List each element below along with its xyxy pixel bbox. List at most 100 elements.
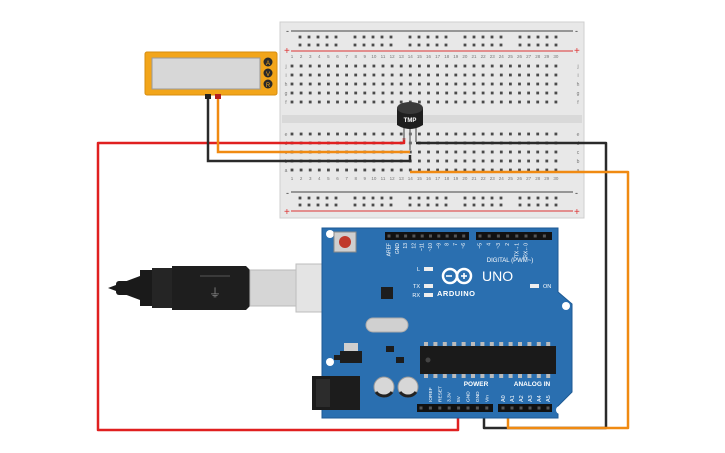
breadboard-hole[interactable] [299, 168, 303, 172]
breadboard-hole[interactable] [436, 64, 439, 68]
rail-hole[interactable] [536, 203, 540, 207]
rail-hole[interactable] [298, 35, 302, 39]
rail-hole[interactable] [362, 35, 366, 39]
breadboard-hole[interactable] [509, 91, 512, 95]
wires[interactable] [96, 96, 630, 432]
digital-header-right[interactable] [476, 232, 552, 240]
dc-power-jack[interactable] [312, 376, 360, 410]
breadboard-hole[interactable] [418, 100, 421, 104]
breadboard-hole[interactable] [299, 91, 303, 95]
breadboard-hole[interactable] [527, 150, 530, 154]
rail-hole[interactable] [417, 43, 421, 47]
meter-terminal-a[interactable]: A [263, 57, 273, 68]
breadboard-hole[interactable] [354, 73, 358, 77]
rail-hole[interactable] [463, 43, 467, 47]
breadboard-hole[interactable] [418, 132, 421, 136]
breadboard-hole[interactable] [399, 100, 403, 104]
rail-hole[interactable] [353, 196, 357, 200]
breadboard-hole[interactable] [354, 91, 358, 95]
breadboard-hole[interactable] [445, 150, 449, 154]
breadboard-hole[interactable] [509, 73, 512, 77]
breadboard-hole[interactable] [381, 73, 385, 77]
breadboard-hole[interactable] [363, 73, 367, 77]
breadboard-hole[interactable] [472, 132, 476, 136]
breadboard-hole[interactable] [499, 168, 503, 172]
breadboard-hole[interactable] [481, 64, 485, 68]
breadboard-hole[interactable] [427, 64, 430, 68]
breadboard-hole[interactable] [454, 168, 458, 172]
digital-header-left[interactable] [385, 232, 469, 240]
rail-hole[interactable] [380, 43, 384, 47]
breadboard-hole[interactable] [308, 73, 312, 77]
breadboard-hole[interactable] [327, 100, 330, 104]
rail-hole[interactable] [545, 196, 549, 200]
breadboard-hole[interactable] [499, 82, 503, 86]
breadboard-hole[interactable] [536, 168, 540, 172]
rail-hole[interactable] [389, 43, 393, 47]
breadboard-hole[interactable] [445, 132, 449, 136]
rail-hole[interactable] [389, 196, 393, 200]
breadboard-hole[interactable] [454, 150, 458, 154]
analog-header[interactable] [498, 404, 552, 412]
breadboard-hole[interactable] [418, 82, 421, 86]
breadboard-hole[interactable] [545, 159, 549, 163]
breadboard-hole[interactable] [308, 64, 312, 68]
breadboard-hole[interactable] [499, 132, 503, 136]
breadboard-hole[interactable] [354, 100, 358, 104]
breadboard-hole[interactable] [536, 132, 540, 136]
breadboard-hole[interactable] [427, 132, 430, 136]
breadboard-hole[interactable] [418, 150, 421, 154]
rail-hole[interactable] [371, 203, 375, 207]
breadboard-hole[interactable] [290, 73, 294, 77]
breadboard-hole[interactable] [290, 91, 294, 95]
breadboard-hole[interactable] [390, 168, 394, 172]
rail-hole[interactable] [444, 35, 448, 39]
breadboard-hole[interactable] [427, 91, 430, 95]
rail-hole[interactable] [316, 196, 320, 200]
rail-hole[interactable] [417, 203, 421, 207]
breadboard-hole[interactable] [327, 91, 330, 95]
breadboard-hole[interactable] [317, 64, 321, 68]
breadboard-hole[interactable] [436, 73, 439, 77]
breadboard-hole[interactable] [554, 73, 558, 77]
breadboard-hole[interactable] [317, 82, 321, 86]
breadboard-hole[interactable] [518, 73, 521, 77]
breadboard-hole[interactable] [345, 91, 348, 95]
breadboard-hole[interactable] [518, 91, 521, 95]
breadboard-hole[interactable] [427, 150, 430, 154]
breadboard-hole[interactable] [381, 132, 385, 136]
rail-hole[interactable] [307, 43, 311, 47]
breadboard-hole[interactable] [472, 100, 476, 104]
breadboard-hole[interactable] [290, 82, 294, 86]
breadboard-hole[interactable] [499, 73, 503, 77]
breadboard-hole[interactable] [408, 64, 412, 68]
breadboard-hole[interactable] [481, 91, 485, 95]
breadboard-hole[interactable] [545, 100, 549, 104]
rail-hole[interactable] [298, 196, 302, 200]
breadboard-hole[interactable] [454, 159, 458, 163]
breadboard-hole[interactable] [290, 132, 294, 136]
rail-hole[interactable] [380, 196, 384, 200]
breadboard-hole[interactable] [445, 159, 449, 163]
breadboard-hole[interactable] [308, 82, 312, 86]
rail-hole[interactable] [426, 35, 430, 39]
breadboard-hole[interactable] [290, 168, 294, 172]
breadboard-hole[interactable] [518, 64, 521, 68]
breadboard-hole[interactable] [372, 168, 376, 172]
rail-hole[interactable] [481, 43, 485, 47]
breadboard-hole[interactable] [299, 73, 303, 77]
breadboard-hole[interactable] [481, 150, 485, 154]
breadboard-hole[interactable] [554, 132, 558, 136]
breadboard-hole[interactable] [345, 82, 348, 86]
breadboard-hole[interactable] [381, 168, 385, 172]
breadboard-hole[interactable] [527, 100, 530, 104]
meter-terminal-v[interactable]: V [263, 68, 273, 79]
breadboard-hole[interactable] [399, 82, 403, 86]
breadboard-hole[interactable] [499, 150, 503, 154]
breadboard-hole[interactable] [509, 150, 512, 154]
breadboard-hole[interactable] [390, 82, 394, 86]
breadboard-hole[interactable] [399, 168, 403, 172]
breadboard-hole[interactable] [317, 100, 321, 104]
breadboard-hole[interactable] [427, 168, 430, 172]
